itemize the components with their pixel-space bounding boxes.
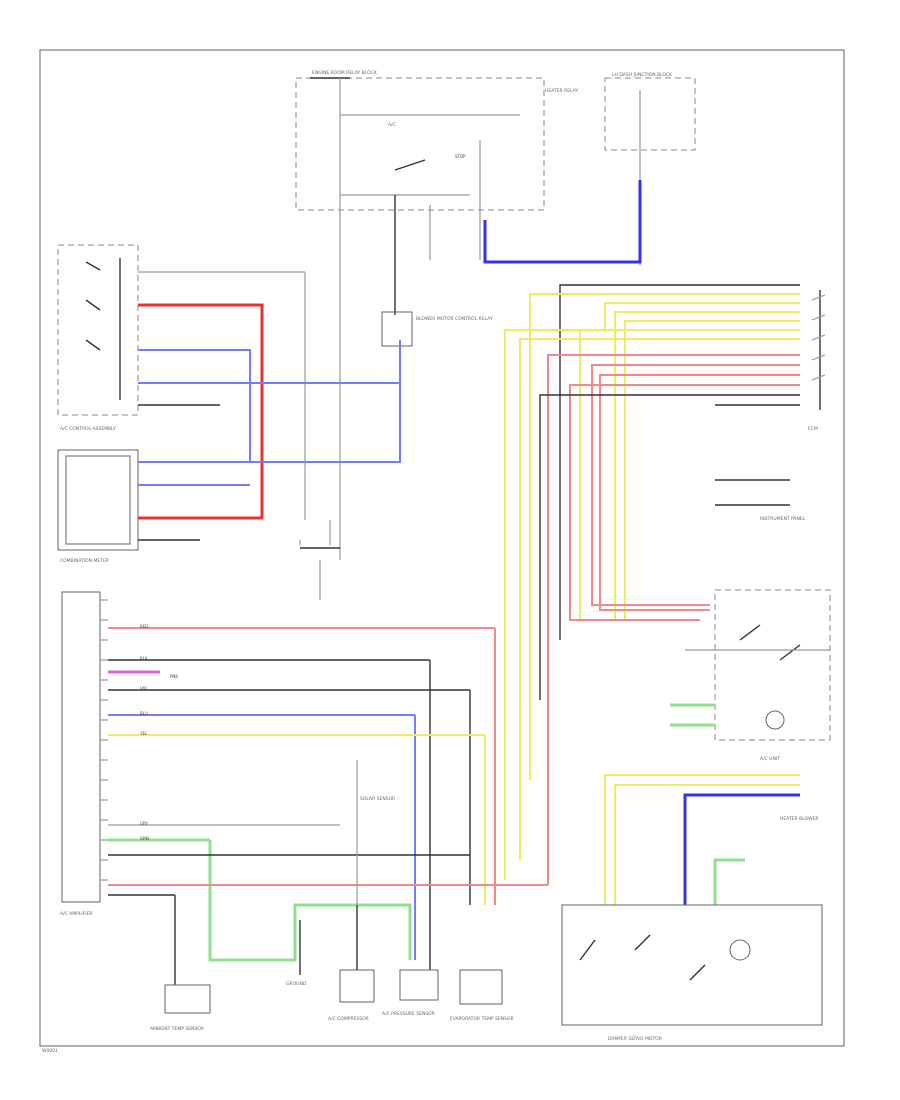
footer-code: W0001 [42,1048,58,1054]
ambient-sensor: AMBIENT TEMP SENSOR [150,984,211,1032]
wire-code-pink: PNK [170,674,178,679]
ground-symbol: GROUND [286,920,307,987]
solar-sensor-label: SOLAR SENSOR [360,796,395,802]
ac-control-assembly: A/C CONTROL ASSEMBLY [57,244,139,432]
bundle-black-1 [559,284,800,640]
evaporator-label: EVAPORATOR TEMP SENSOR [450,1016,514,1022]
compressor-label: A/C COMPRESSOR [328,1016,369,1022]
ac-amplifier: A/C AMPLIFIER [60,591,108,917]
blower-relay-label: BLOWER MOTOR CONTROL RELAY [416,316,493,322]
blower-motor-relay: BLOWER MOTOR CONTROL RELAY [381,311,493,347]
damper-servo: DAMPER SERVO MOTOR [561,904,823,1042]
ambient-sensor-label: AMBIENT TEMP SENSOR [150,1026,204,1032]
wire-blue-loop [138,349,251,463]
wire-code-blue: BLU [140,711,148,716]
combination-meter: COMBINATION METER [57,449,139,564]
compressor: A/C COMPRESSOR [328,905,375,1022]
bundle-pink-1 [547,354,800,885]
wire-yellow-lower-1 [604,774,800,905]
relay-block-label: ENGINE ROOM RELAY BLOCK [312,70,378,76]
wire-red-loop [138,303,264,520]
wire-code-red: RED [140,624,148,629]
wire-green-lower [713,858,745,905]
ac-fuse-label: A/C [388,122,396,128]
stop-label: STOP [455,154,466,159]
ground-label: GROUND [286,981,307,987]
ac-panel-label: A/C CONTROL ASSEMBLY [60,426,116,432]
bundle-black-2 [539,394,800,700]
wire-code-black: BLK [140,656,148,661]
bundle-yellow-3 [614,311,800,620]
wire-code-green: GRN [140,836,149,841]
engine-room-relay-block: ENGINE ROOM RELAY BLOCK A/C HEATER RELAY… [295,70,578,560]
damper-servo-label: DAMPER SERVO MOTOR [608,1036,662,1042]
ac-unit-label: A/C UNIT [760,756,780,762]
bundle-yellow-2 [504,302,800,880]
ac-unit-box: A/C UNIT [714,589,831,762]
bundle-pink-4 [569,384,800,621]
wire-blue-heater [483,180,642,264]
ecm-label: ECM [808,426,818,432]
bundle-pink-2 [591,364,800,606]
combination-meter-label: COMBINATION METER [60,558,109,564]
bundle-yellow-4 [624,320,800,620]
ac-amplifier-label: A/C AMPLIFIER [60,911,93,917]
evaporator-sensor: EVAPORATOR TEMP SENSOR [450,969,514,1022]
wire-code-violet: VIO [140,686,147,691]
wire-code-yellow: YEL [139,731,148,736]
heater-blower-label: HEATER BLOWER [780,816,819,822]
lh-dash-block: LH DASH JUNCTION BLOCK [604,72,696,265]
wire-blue-relay [138,340,401,384]
wire-blue-lower [683,793,800,905]
wire-green-route [208,840,412,962]
bundle-pink-3 [599,374,800,611]
pressure-sensor: A/C PRESSURE SENSOR [382,969,439,1017]
wire-yellow-lower-2 [614,784,800,905]
bundle-yellow-1 [529,293,800,780]
bundle-yellow-6 [519,338,800,860]
bundle-yellow-5 [579,329,800,620]
wire-blue-meter [138,383,401,463]
heater-relay-label: HEATER RELAY [545,88,578,94]
lh-dash-label: LH DASH JUNCTION BLOCK [612,72,673,78]
instrument-label: INSTRUMENT PANEL [760,516,806,522]
outer-frame [39,49,845,1047]
wire-code-gray: GRY [140,821,149,826]
ecm-connector: ECM [808,290,826,432]
pressure-sensor-label: A/C PRESSURE SENSOR [382,1011,435,1017]
